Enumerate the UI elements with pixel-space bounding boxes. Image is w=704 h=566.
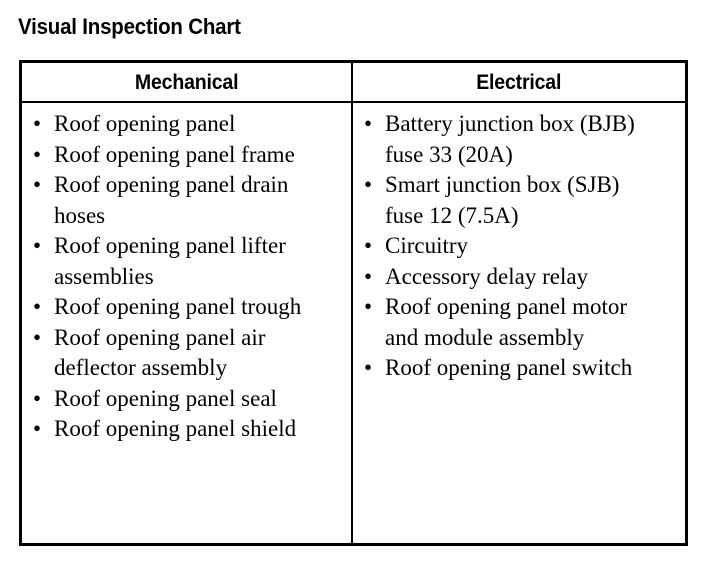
list-item: • Roof opening panel switch bbox=[361, 353, 651, 384]
list-item-label: Roof opening panel drain hoses bbox=[54, 172, 289, 228]
table-header-row: Mechanical Electrical bbox=[22, 63, 685, 103]
table-body-row: • Roof opening panel • Roof opening panel f… bbox=[22, 103, 685, 543]
column-header-electrical-label: Electrical bbox=[476, 71, 562, 94]
list-item: • Roof opening panel trough bbox=[30, 292, 320, 323]
column-divider bbox=[351, 63, 353, 543]
bullet-icon: • bbox=[33, 141, 42, 167]
list-item-label: Roof opening panel motor and module asse… bbox=[385, 294, 628, 350]
column-header-mechanical: Mechanical bbox=[22, 63, 351, 103]
list-item-label: Accessory delay relay bbox=[385, 263, 589, 289]
list-item: • Roof opening panel bbox=[30, 109, 320, 140]
bullet-icon: • bbox=[33, 416, 42, 441]
list-item: • Roof opening panel shield bbox=[30, 414, 320, 445]
list-item: • Roof opening panel seal bbox=[30, 384, 320, 415]
bullet-icon: • bbox=[364, 294, 373, 319]
bullet-icon: • bbox=[364, 233, 373, 258]
bullet-icon: • bbox=[364, 172, 373, 197]
list-item: • Roof opening panel air deflector assemb… bbox=[30, 323, 320, 384]
page-title: Visual Inspection Chart bbox=[18, 14, 241, 39]
inspection-table: Mechanical Electrical • Roof opening pane… bbox=[19, 60, 688, 546]
list-item: • Roof opening panel lifter assemblies bbox=[30, 231, 320, 292]
list-item-label: Roof opening panel trough bbox=[54, 294, 302, 319]
bullet-icon: • bbox=[33, 111, 42, 136]
list-item-label: Smart junction box (SJB) fuse 12 (7.5A) bbox=[385, 172, 620, 228]
list-item-label: Roof opening panel bbox=[54, 111, 236, 136]
mechanical-item-list: • Roof opening panel • Roof opening panel f… bbox=[30, 109, 320, 445]
list-item-label: Battery junction box (BJB) fuse 33 (20A) bbox=[385, 111, 635, 167]
bullet-icon: • bbox=[33, 172, 42, 197]
bullet-icon: • bbox=[33, 324, 42, 350]
electrical-item-list: • Battery junction box (BJB) fuse 33 (20A… bbox=[361, 109, 651, 384]
list-item: • Roof opening panel drain hoses bbox=[30, 170, 320, 231]
bullet-icon: • bbox=[33, 294, 42, 319]
column-header-mechanical-label: Mechanical bbox=[134, 71, 239, 94]
list-item: • Roof opening panel frame bbox=[30, 140, 320, 171]
list-item-label: Roof opening panel air deflector assembl… bbox=[54, 324, 266, 381]
column-body-mechanical: • Roof opening panel • Roof opening panel f… bbox=[22, 103, 351, 543]
list-item-label: Roof opening panel switch bbox=[385, 355, 633, 380]
bullet-icon: • bbox=[364, 111, 373, 136]
list-item: • Smart junction box (SJB) fuse 12 (7.5A) bbox=[361, 170, 651, 231]
bullet-icon: • bbox=[33, 385, 42, 411]
list-item-label: Roof opening panel seal bbox=[54, 385, 277, 411]
list-item: • Circuitry bbox=[361, 231, 651, 262]
list-item: • Accessory delay relay bbox=[361, 262, 651, 293]
bullet-icon: • bbox=[364, 355, 373, 380]
list-item: • Roof opening panel motor and module ass… bbox=[361, 292, 651, 353]
list-item-label: Circuitry bbox=[385, 233, 469, 258]
list-item: • Battery junction box (BJB) fuse 33 (20A… bbox=[361, 109, 651, 170]
column-body-electrical: • Battery junction box (BJB) fuse 33 (20A… bbox=[353, 103, 685, 543]
bullet-icon: • bbox=[33, 233, 42, 258]
list-item-label: Roof opening panel lifter assemblies bbox=[54, 233, 286, 289]
list-item-label: Roof opening panel frame bbox=[54, 141, 295, 167]
list-item-label: Roof opening panel shield bbox=[54, 416, 297, 441]
column-header-electrical: Electrical bbox=[353, 63, 685, 103]
bullet-icon: • bbox=[364, 263, 373, 289]
